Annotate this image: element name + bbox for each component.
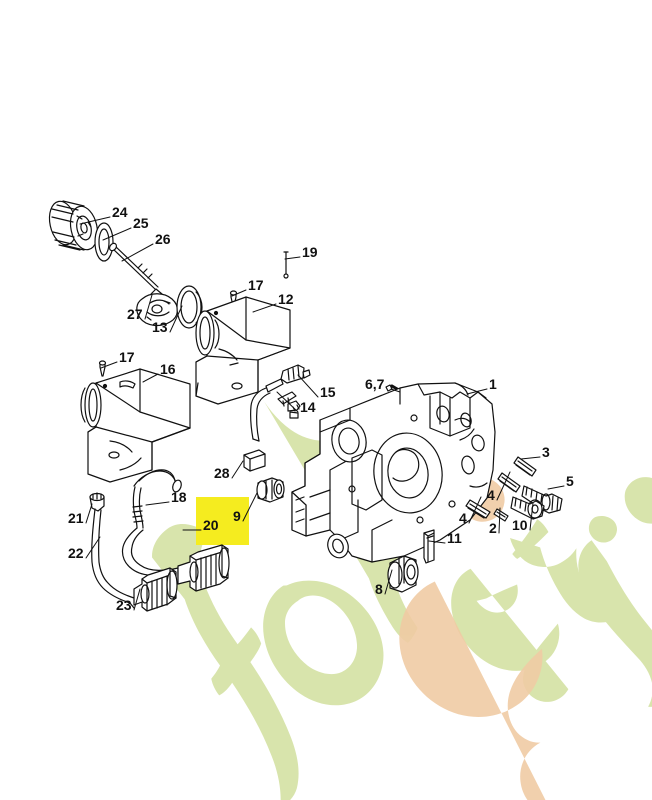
part-24-flywheel [48,200,99,251]
leader-line-3 [520,456,541,460]
callout-21: 21 [68,510,84,526]
part-22-pickup-hose [91,508,135,609]
callout-4b: 4 [459,510,467,526]
callout-2: 2 [489,520,497,536]
part-27-bracket [136,293,178,327]
callout-22: 22 [68,545,84,561]
callout-1: 1 [489,376,497,392]
callout-27: 27 [127,306,143,322]
callout-18: 18 [171,489,187,505]
callout-8: 8 [375,581,383,597]
callout-6_7: 6,7 [365,376,385,392]
leader-line-26 [121,243,154,262]
callout-4a: 4 [487,487,495,503]
leader-line-17a [231,289,247,297]
leader-line-1 [466,388,488,395]
leader-line-21 [85,503,93,524]
leader-line-19 [284,256,301,260]
callout-9: 9 [233,508,241,524]
callout-5: 5 [566,473,574,489]
callout-24: 24 [112,204,128,220]
part-5-stud-bolt [521,485,563,514]
leader-line-28 [231,460,244,479]
leader-line-9 [242,492,258,522]
leader-line-27 [144,294,153,320]
part-16-heat-shield [80,368,191,483]
part-3-dowel-pin [513,456,537,477]
leader-line-18 [145,501,170,506]
callout-20: 20 [203,517,219,533]
callout-3: 3 [542,444,550,460]
callout-23: 23 [116,597,132,613]
callout-17a: 17 [248,277,264,293]
callout-16: 16 [160,361,176,377]
leader-line-17b [100,361,118,369]
part-13-seal-ring [176,285,203,329]
part-12-muffler [195,296,291,405]
leader-line-12 [252,303,277,313]
leader-line-22 [85,536,101,559]
leader-line-25 [102,227,132,241]
callout-26: 26 [155,231,171,247]
callout-12: 12 [278,291,294,307]
leader-line-5 [547,485,565,490]
callout-13: 13 [152,319,168,335]
part-15-fitting [265,364,311,393]
part-19-pin [283,251,289,279]
leader-line-24 [79,216,111,225]
callout-28: 28 [214,465,230,481]
part-10-hex-screw [510,496,545,520]
callout-11: 11 [447,530,462,546]
leader-line-23 [133,588,141,611]
callout-17b: 17 [119,349,135,365]
leader-line-11 [428,540,446,544]
part-17-screw-lower [98,360,107,377]
leader-line-13 [169,305,183,333]
part-21-grommet [89,492,105,512]
callout-14: 14 [300,399,316,415]
leader-line-16 [142,373,159,383]
part-11-key [423,529,435,564]
callout-25: 25 [133,215,149,231]
callout-10: 10 [512,517,528,533]
callout-15: 15 [320,384,336,400]
callout-19: 19 [302,244,318,260]
part-25-washer [94,222,114,262]
